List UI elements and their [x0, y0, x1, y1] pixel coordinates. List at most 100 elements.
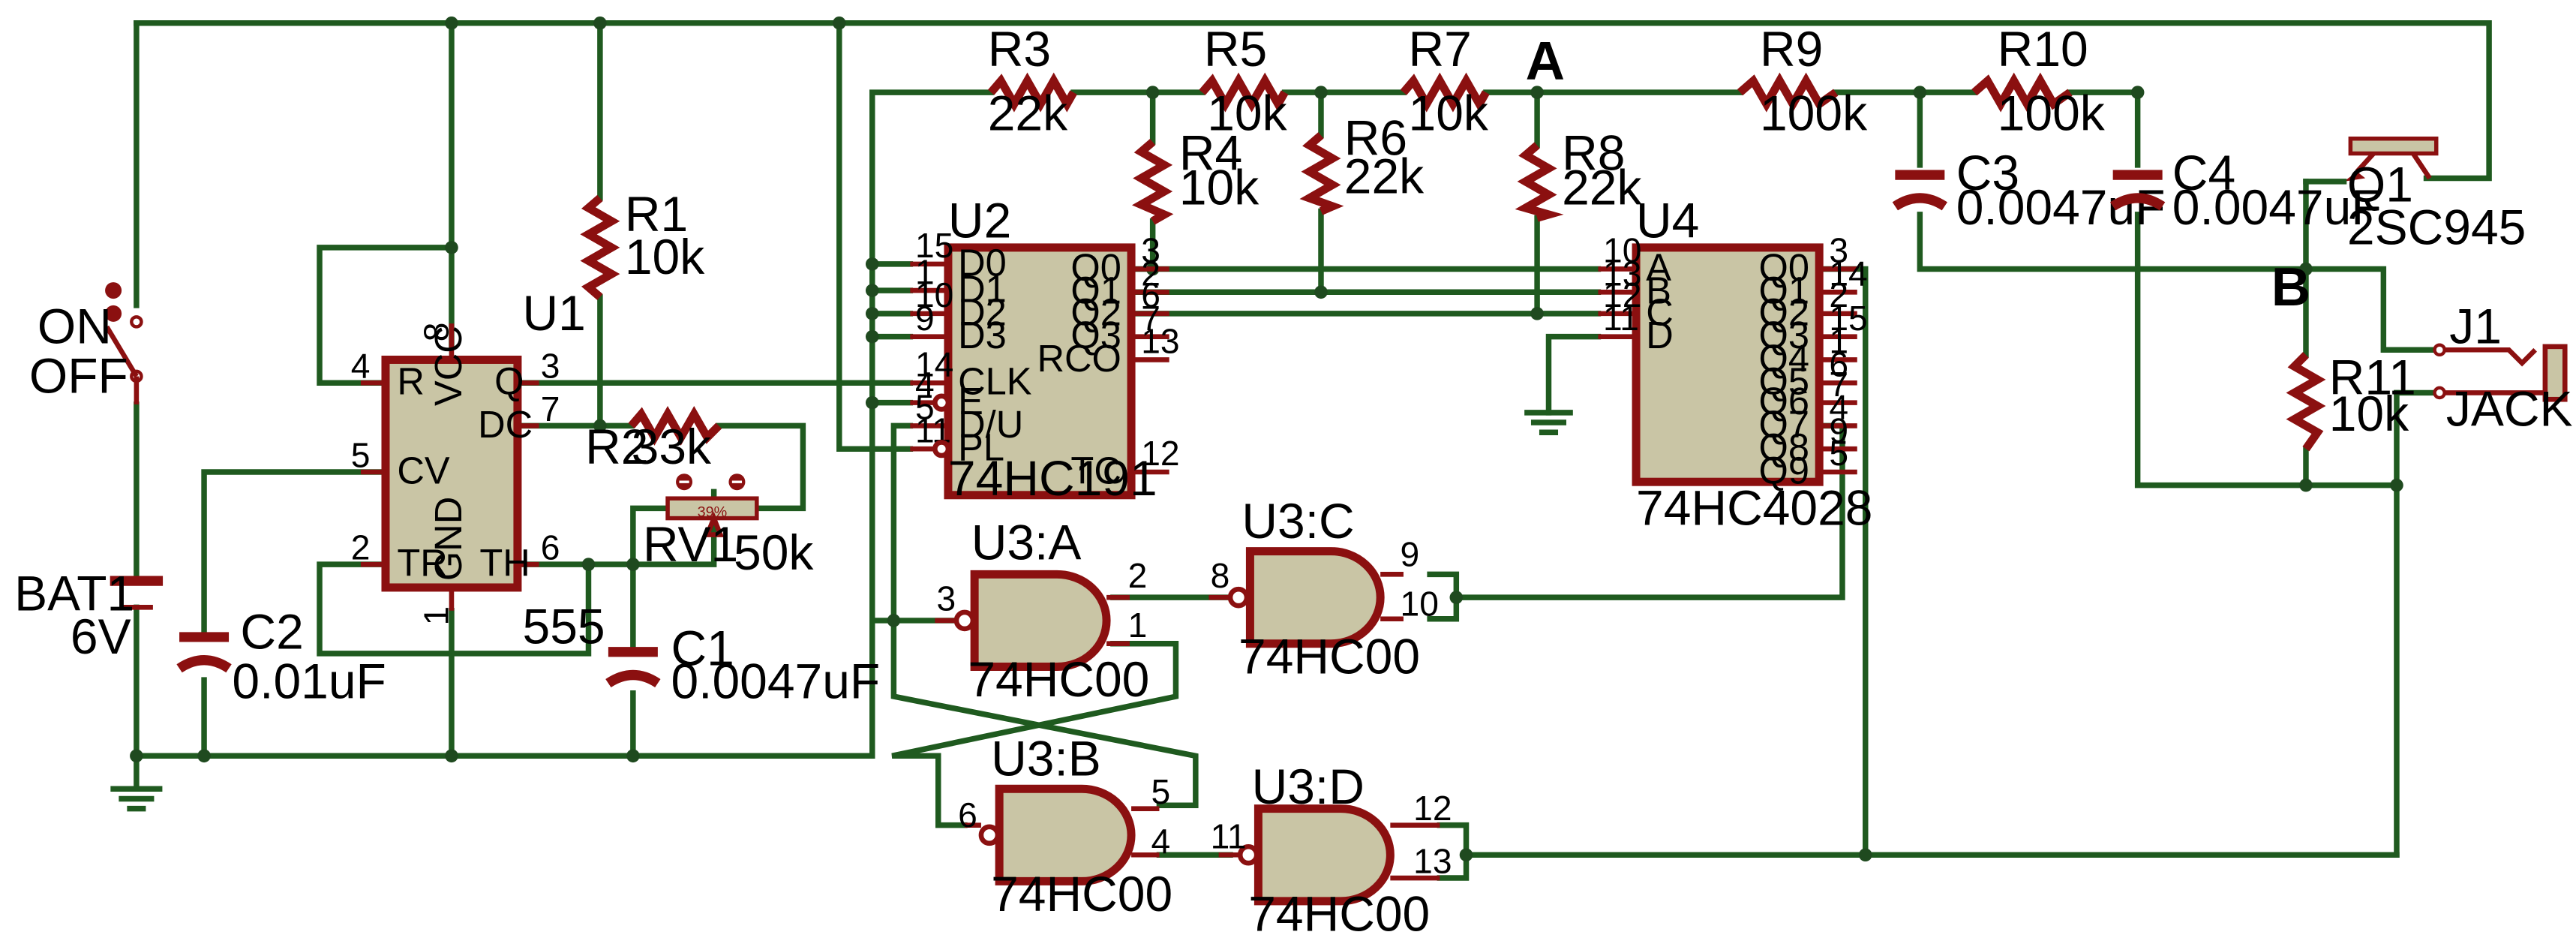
r7-value: 10k [1409, 86, 1489, 141]
u2-pl-bubble [932, 440, 951, 458]
u1-pin-th: TH [479, 542, 530, 585]
r5-ref: R5 [1204, 21, 1267, 77]
u4-pinnum-q7: 4 [1829, 388, 1848, 427]
u4-pin-c: C [1646, 290, 1674, 333]
u3a-value: 74HC00 [968, 651, 1149, 707]
u3c-value: 74HC00 [1238, 628, 1420, 684]
u1-pinnum-gnd: 1 [417, 606, 456, 626]
u2-pin-q3: Q3 [1070, 314, 1121, 356]
u3d-pin-in2: 13 [1413, 841, 1452, 880]
junctions [130, 16, 2403, 862]
ground-symbol-u4 [1524, 410, 1573, 435]
r5-value: 10k [1207, 86, 1287, 141]
u1-ref: U1 [523, 285, 586, 341]
resistor-r8: R8 22k [1515, 125, 1642, 222]
u3b-pin-out: 4 [1151, 822, 1170, 861]
u2-pinnum-d0: 15 [915, 226, 953, 265]
resistor-r2: R2 33k [585, 405, 722, 474]
capacitor-c2: C2 0.01uF [176, 603, 386, 708]
r4-value: 10k [1179, 160, 1259, 215]
u4-pin-q9: Q9 [1758, 449, 1809, 492]
u4-pinnum-q6: 7 [1829, 365, 1848, 404]
u2-ref: U2 [948, 193, 1011, 248]
u4-pinnum-q0: 3 [1829, 231, 1848, 270]
node-a-label: A [1526, 31, 1565, 92]
resistor-r7: R7 10k [1400, 21, 1490, 141]
u4-pinnum-d: 11 [1603, 299, 1639, 338]
c1-ref: C1 [671, 620, 734, 675]
u4-pin-q6: Q6 [1758, 380, 1809, 422]
u2-pinnum-d1: 1 [915, 252, 935, 291]
u3b-value: 74HC00 [991, 866, 1172, 921]
battery-bat1: BAT1 6V [14, 566, 164, 664]
u3b-pin-in2: 5 [1151, 772, 1170, 811]
u3d-pin-in1: 12 [1413, 789, 1452, 828]
u4-pin-b: B [1646, 269, 1671, 312]
nand-gate-u3a: 3 2 1 U3:A 74HC00 [935, 515, 1149, 707]
jack-j1[interactable]: J1 JACK NC [2433, 298, 2576, 436]
u1-pinnum-r: 4 [351, 347, 371, 386]
r3-value: 22k [988, 86, 1068, 141]
resistor-r5: R5 10k [1199, 21, 1289, 141]
nand-gate-u3c: 8 9 10 U3:C 74HC00 [1208, 493, 1439, 684]
u3c-pin-in1: 9 [1401, 534, 1420, 573]
u4-pinnum-q3: 15 [1829, 299, 1867, 338]
u2-pinnum-q0: 3 [1141, 231, 1160, 270]
rv1-ref: RV1 [643, 516, 738, 572]
r10-value: 100k [1998, 86, 2106, 141]
u2-pinnum-du: 5 [915, 388, 935, 427]
resistor-r9: R9 100k [1737, 21, 1868, 141]
u4-pinnum-b: 13 [1603, 254, 1641, 293]
r1-value: 10k [625, 229, 705, 284]
u4-pin-q4: Q4 [1758, 337, 1809, 380]
j1-value: JACK NC [2446, 380, 2576, 436]
r7-ref: R7 [1409, 21, 1472, 77]
u4-pinnum-q9: 5 [1829, 434, 1848, 473]
u1-pin-q: Q [494, 360, 524, 403]
capacitor-c4: C4 0.0047uF [2109, 145, 2382, 235]
u3c-pin-in2: 10 [1401, 584, 1439, 623]
c3-ref: C3 [1956, 145, 2019, 200]
resistor-r10: R10 100k [1971, 21, 2106, 141]
u2-pin-d2: D2 [958, 290, 1007, 333]
u1-pinnum-q: 3 [541, 347, 560, 386]
c3-value: 0.0047uF [1956, 179, 2166, 235]
u4-ref: U4 [1636, 193, 1699, 248]
u2-pin-q2: Q2 [1070, 290, 1121, 333]
u1-pin-dc: DC [478, 403, 533, 446]
u1-pinnum-tr: 2 [351, 528, 371, 567]
u2-pinnum-d2: 10 [915, 275, 953, 314]
u3c-ref: U3:C [1241, 493, 1354, 549]
u1-pinnum-cv: 5 [351, 435, 371, 474]
r8-value: 22k [1562, 160, 1642, 215]
c4-ref: C4 [2172, 145, 2235, 200]
u4-pin-q1: Q1 [1758, 269, 1809, 312]
u4-pinnum-a: 10 [1603, 231, 1641, 270]
r11-value: 10k [2329, 386, 2409, 441]
q1-ref: Q1 [2347, 156, 2413, 212]
rv1-value: 50k [734, 525, 814, 580]
ic-u1-555: R CV TR Q DC TH VCC GND 4 5 2 3 7 6 8 1 … [351, 285, 605, 654]
u4-pinnum-q8: 9 [1829, 410, 1848, 449]
r1-ref: R1 [625, 186, 688, 242]
r11-ref: R11 [2329, 350, 2416, 405]
r3-ref: R3 [988, 21, 1051, 77]
u3a-pin-in: 3 [937, 579, 956, 618]
node-b-label: B [2271, 257, 2310, 317]
u4-value: 74HC4028 [1636, 480, 1872, 535]
potentiometer-rv1[interactable]: 39% RV1 50k [643, 474, 814, 580]
u2-pinnum-tc: 12 [1141, 434, 1179, 473]
u1-pinnum-th: 6 [541, 528, 560, 567]
power-switch[interactable]: ON OFF [29, 282, 143, 404]
resistor-r1: R1 10k [580, 186, 705, 301]
u1-pinnum-dc: 7 [541, 389, 560, 428]
u3c-pin-out: 8 [1211, 556, 1230, 595]
u4-pinnum-q1: 14 [1829, 254, 1867, 293]
u2-pinnum-q1: 2 [1141, 254, 1160, 293]
u4-pin-q7: Q7 [1758, 403, 1809, 446]
u4-pinnum-q2: 2 [1829, 275, 1848, 314]
r6-value: 22k [1344, 148, 1425, 203]
u1-value: 555 [523, 599, 605, 654]
